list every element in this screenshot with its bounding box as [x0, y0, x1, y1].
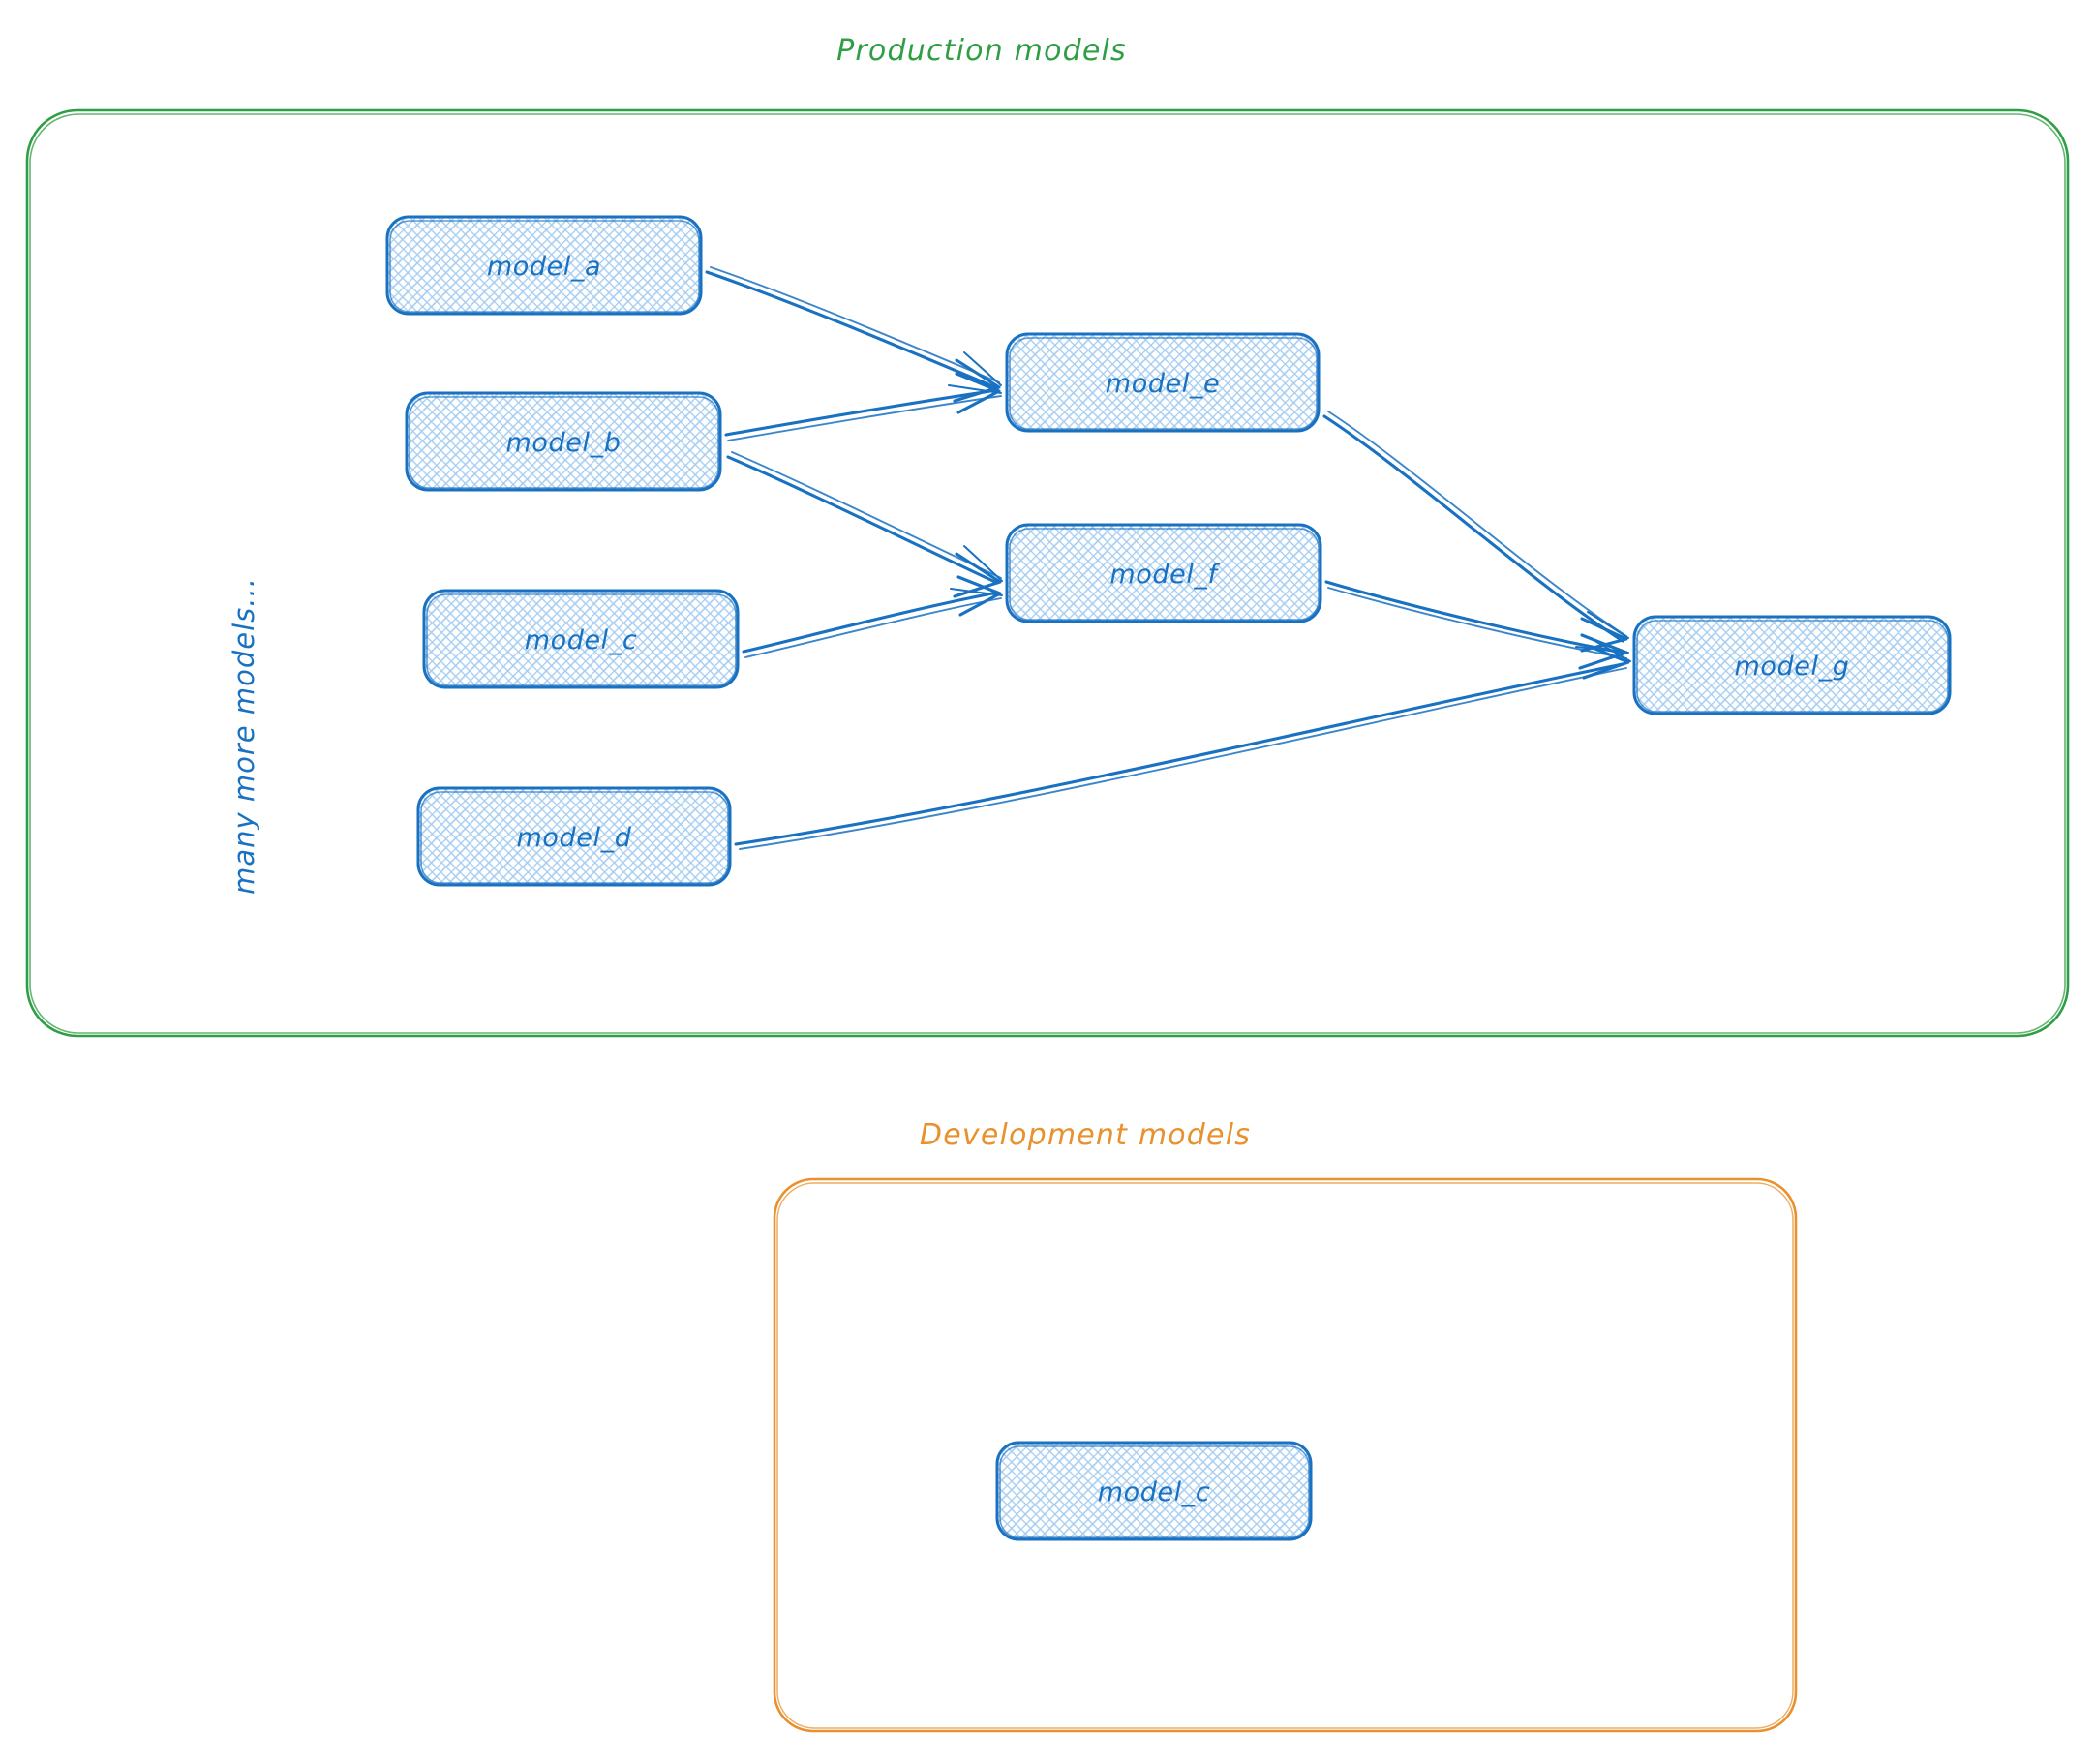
- node-dev-model_c-border: [995, 1441, 1313, 1541]
- node-model_b-rect-hatch2: [407, 393, 720, 490]
- node-model_f[interactable]: model_f: [1005, 523, 1322, 623]
- edge-model_b-to-model_f: [726, 451, 1003, 598]
- node-model_c-rect-hatch2: [424, 591, 738, 687]
- edge-model_f-to-model_g: [1324, 580, 1629, 670]
- node-model_g-border: [1632, 615, 1952, 715]
- edges-layer: [705, 266, 1631, 850]
- production-container-rect-sketch: [29, 113, 2066, 1034]
- node-dev-model_c[interactable]: model_c: [995, 1441, 1313, 1541]
- node-model_a-border: [385, 215, 703, 316]
- node-model_f-border-sketch: [1009, 528, 1320, 621]
- node-model_g-label: model_g: [1735, 652, 1850, 682]
- node-dev-model_c-border-sketch: [999, 1445, 1310, 1538]
- node-model_b-border-sketch: [409, 396, 719, 489]
- edge-model_a-to-model_e: [705, 266, 1002, 403]
- node-model_d-border: [416, 786, 732, 887]
- node-dev-model_c-label: model_c: [1098, 1477, 1211, 1507]
- node-model_e-label: model_e: [1106, 369, 1220, 399]
- production-container-rect: [25, 108, 2070, 1038]
- node-model_c-border-sketch: [426, 593, 737, 686]
- node-model_f-label: model_f: [1109, 560, 1220, 590]
- node-model_c-label: model_c: [525, 625, 638, 655]
- many-more-models-label: many more models...: [228, 577, 260, 895]
- development-container-rect: [773, 1177, 1798, 1733]
- node-model_a-label: model_a: [487, 252, 601, 282]
- node-model_d[interactable]: model_d: [416, 786, 732, 887]
- group-production: Production models: [25, 34, 2070, 1038]
- node-model_f-border: [1005, 523, 1322, 623]
- edge-model_b-to-model_e: [724, 372, 1002, 441]
- node-model_c[interactable]: model_c: [422, 589, 740, 689]
- node-model_g-rect-hatch2: [1634, 617, 1950, 714]
- edge-model_d-to-model_g: [734, 639, 1631, 850]
- node-model_f-rect-hatch2: [1007, 525, 1321, 622]
- edge-model_e-to-model_g: [1322, 411, 1629, 653]
- node-model_b[interactable]: model_b: [405, 391, 722, 492]
- node-model_e[interactable]: model_e: [1005, 332, 1321, 433]
- node-model_a-border-sketch: [389, 220, 700, 313]
- development-group-label: Development models: [920, 1118, 1251, 1152]
- node-dev-model_c-rect-hatch2: [997, 1443, 1311, 1539]
- node-model_e-border-sketch: [1009, 337, 1318, 430]
- edge-model_c-to-model_f: [742, 575, 1003, 658]
- node-model_d-rect-hatch2: [418, 788, 730, 885]
- node-model_g-border-sketch: [1636, 620, 1949, 713]
- nodes-layer: model_a model_b model_c: [385, 215, 1952, 1541]
- node-model_d-border-sketch: [420, 791, 729, 884]
- node-model_g[interactable]: model_g: [1632, 615, 1952, 715]
- development-container-rect-sketch: [776, 1182, 1794, 1729]
- group-development: Development models: [773, 1118, 1798, 1733]
- node-model_b-label: model_b: [506, 428, 622, 458]
- node-model_c-border: [422, 589, 740, 689]
- production-group-label: Production models: [836, 34, 1127, 68]
- node-model_a[interactable]: model_a: [385, 215, 703, 316]
- node-model_a-rect-hatch2: [387, 217, 701, 314]
- node-model_d-label: model_d: [517, 823, 632, 853]
- node-model_e-border: [1005, 332, 1321, 433]
- many-more-models-label-group: many more models...: [228, 577, 260, 895]
- node-model_e-rect-hatch2: [1007, 334, 1319, 431]
- node-model_b-border: [405, 391, 722, 492]
